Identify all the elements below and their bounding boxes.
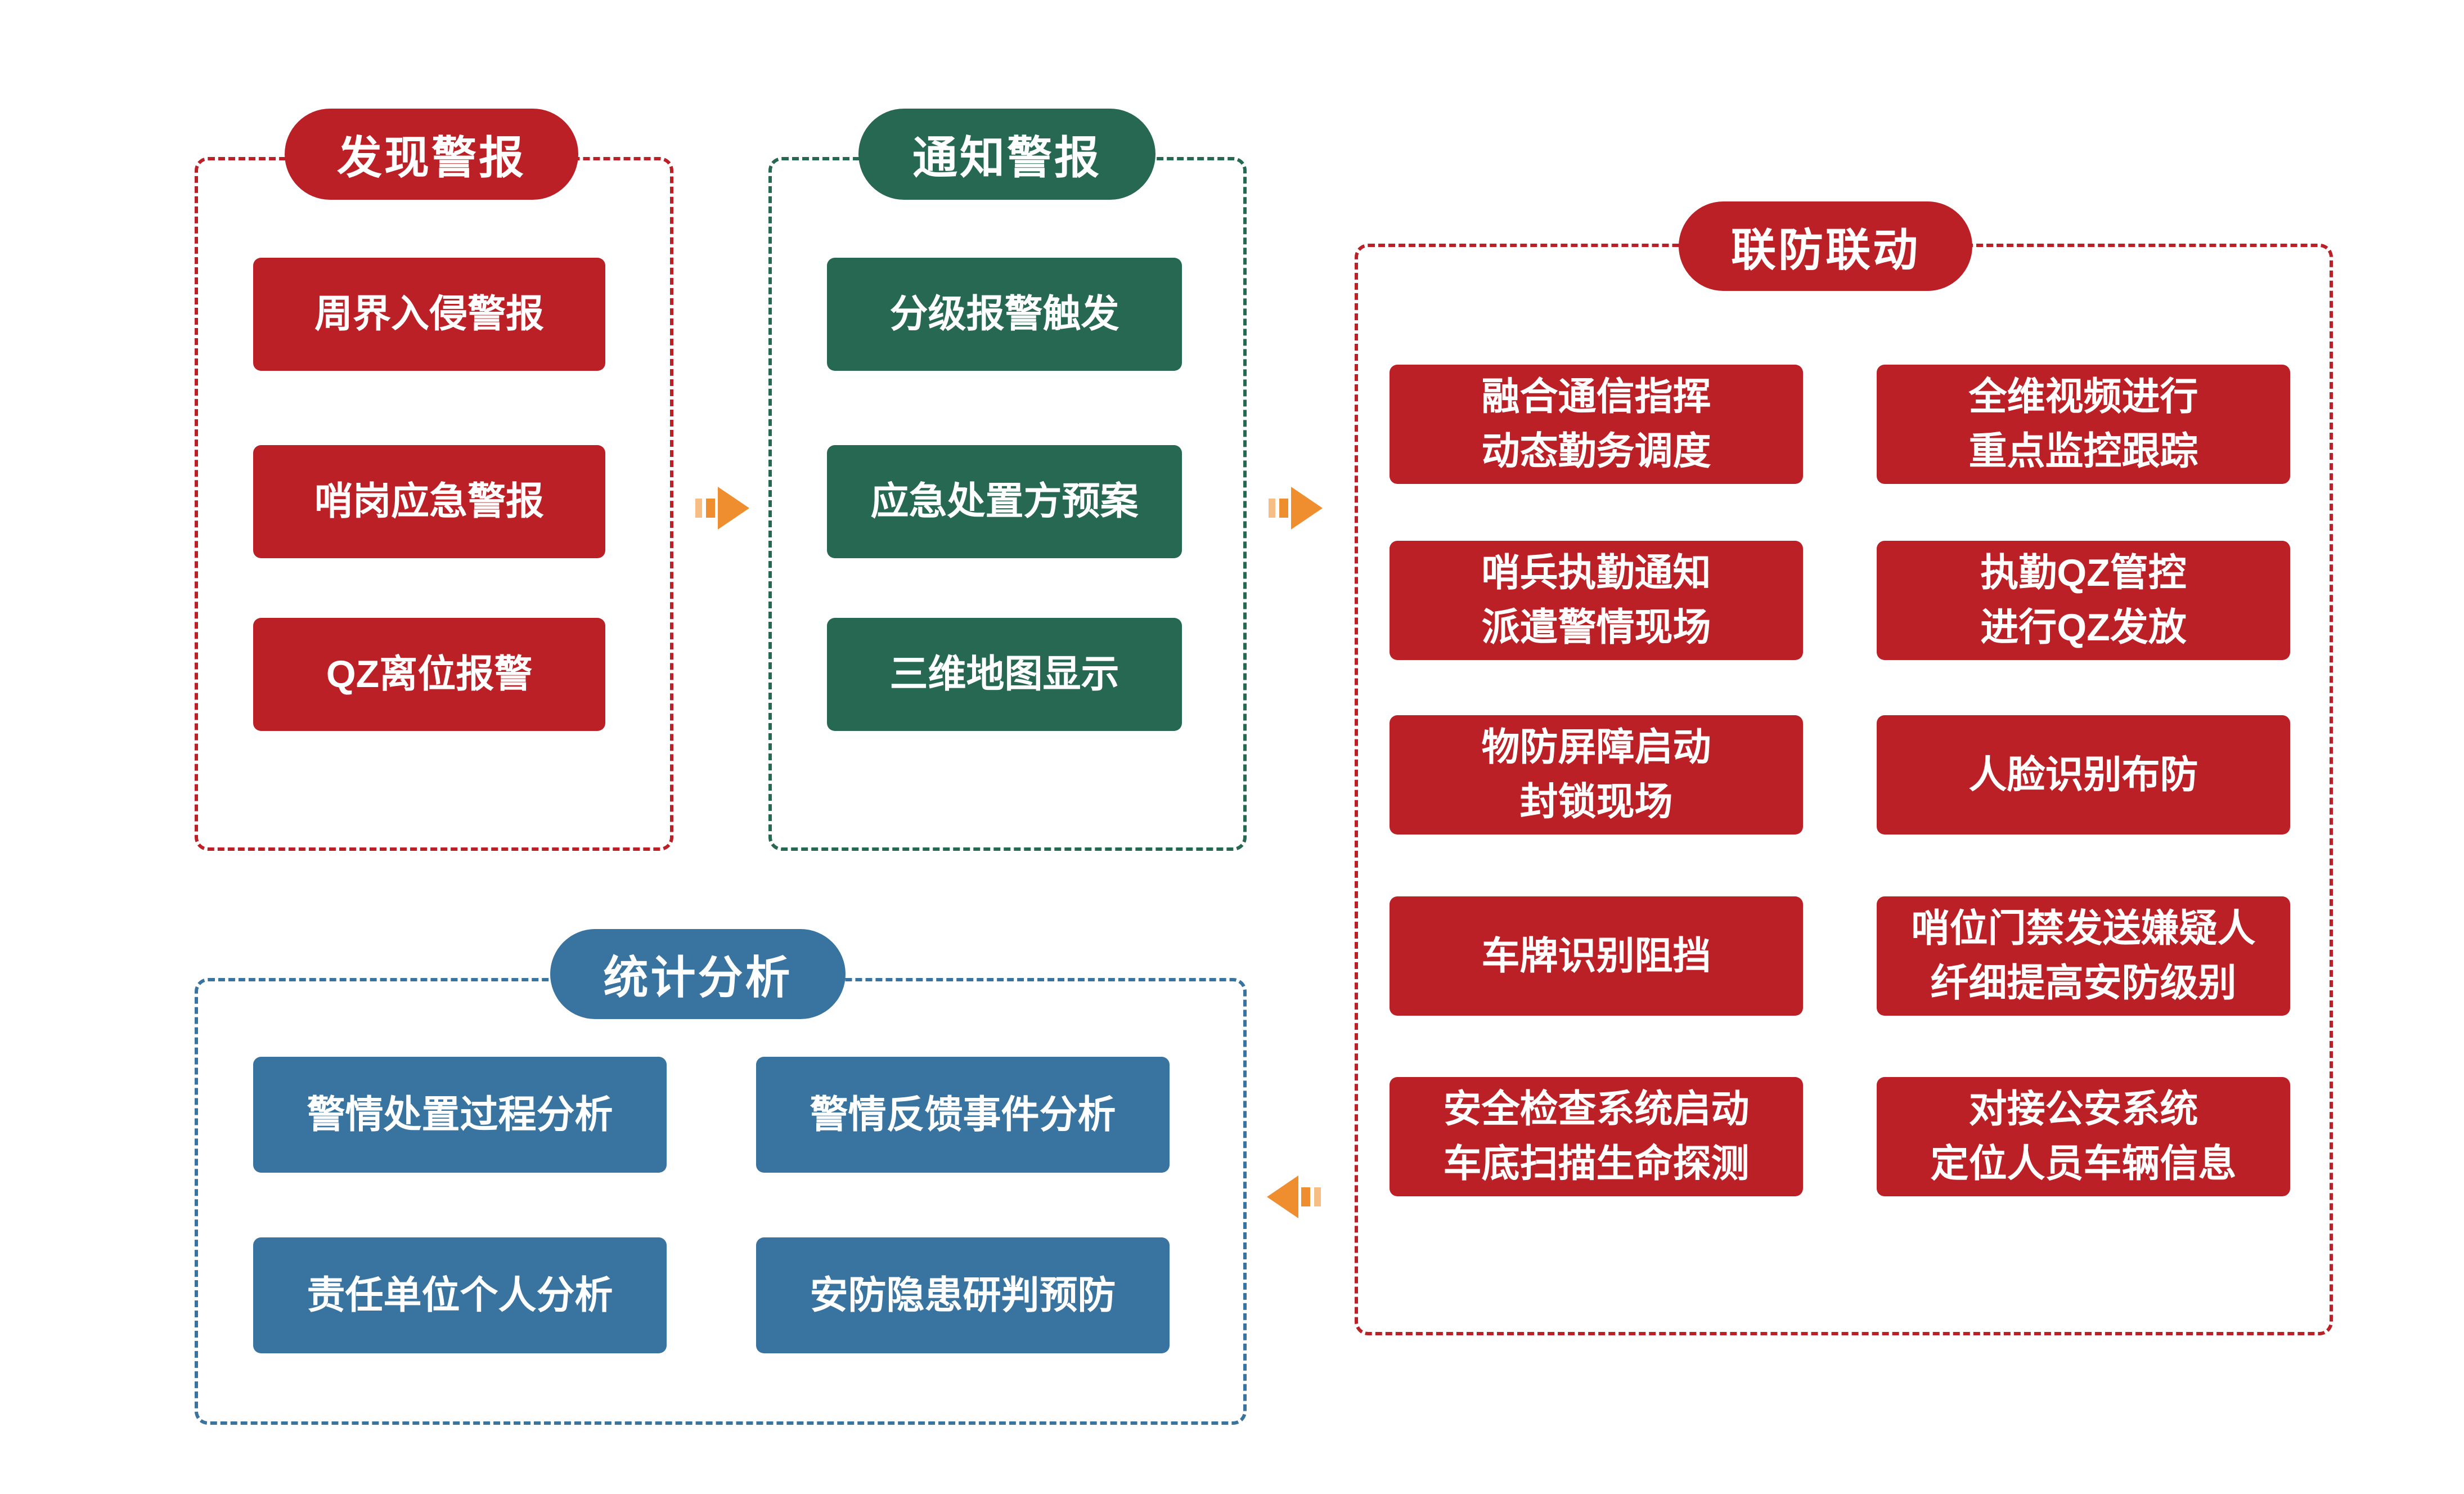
joint-step-left: 安全检查系统启动 车底扫描生命探测: [1390, 1077, 1803, 1196]
fast-forward-arrow-icon: [695, 486, 749, 531]
stats-analysis-panel: [195, 978, 1247, 1425]
joint-step-left: 哨兵执勤通知 派遣警情现场: [1390, 541, 1803, 660]
joint-step-left: 车牌识别阻挡: [1390, 896, 1803, 1016]
notify-step: 分级报警触发: [827, 258, 1182, 371]
joint-defense-header: 联防联动: [1679, 201, 1972, 291]
notify-step: 应急处置方预案: [827, 445, 1182, 558]
discover-alarm-header: 发现警报: [285, 109, 578, 200]
stats-step: 安防隐患研判预防: [756, 1237, 1170, 1353]
joint-step-right: 执勤QZ管控 进行QZ发放: [1877, 541, 2290, 660]
discover-step: 周界入侵警报: [253, 258, 605, 371]
fast-forward-arrow-icon: [1269, 486, 1323, 531]
fast-rewind-arrow-icon: [1267, 1174, 1321, 1219]
joint-step-right: 全维视频进行 重点监控跟踪: [1877, 365, 2290, 484]
stats-step: 警情反馈事件分析: [756, 1057, 1170, 1173]
joint-step-left: 融合通信指挥 动态勤务调度: [1390, 365, 1803, 484]
stats-step: 警情处置过程分析: [253, 1057, 667, 1173]
discover-step: QZ离位报警: [253, 618, 605, 731]
joint-step-right: 对接公安系统 定位人员车辆信息: [1877, 1077, 2290, 1196]
stats-analysis-header: 统计分析: [550, 929, 846, 1019]
joint-step-right: 人脸识别布防: [1877, 715, 2290, 835]
joint-step-right: 哨位门禁发送嫌疑人 纤细提高安防级别: [1877, 896, 2290, 1016]
notify-alarm-header: 通知警报: [858, 109, 1155, 200]
stats-step: 责任单位个人分析: [253, 1237, 667, 1353]
discover-step: 哨岗应急警报: [253, 445, 605, 558]
joint-step-left: 物防屏障启动 封锁现场: [1390, 715, 1803, 835]
notify-step: 三维地图显示: [827, 618, 1182, 731]
